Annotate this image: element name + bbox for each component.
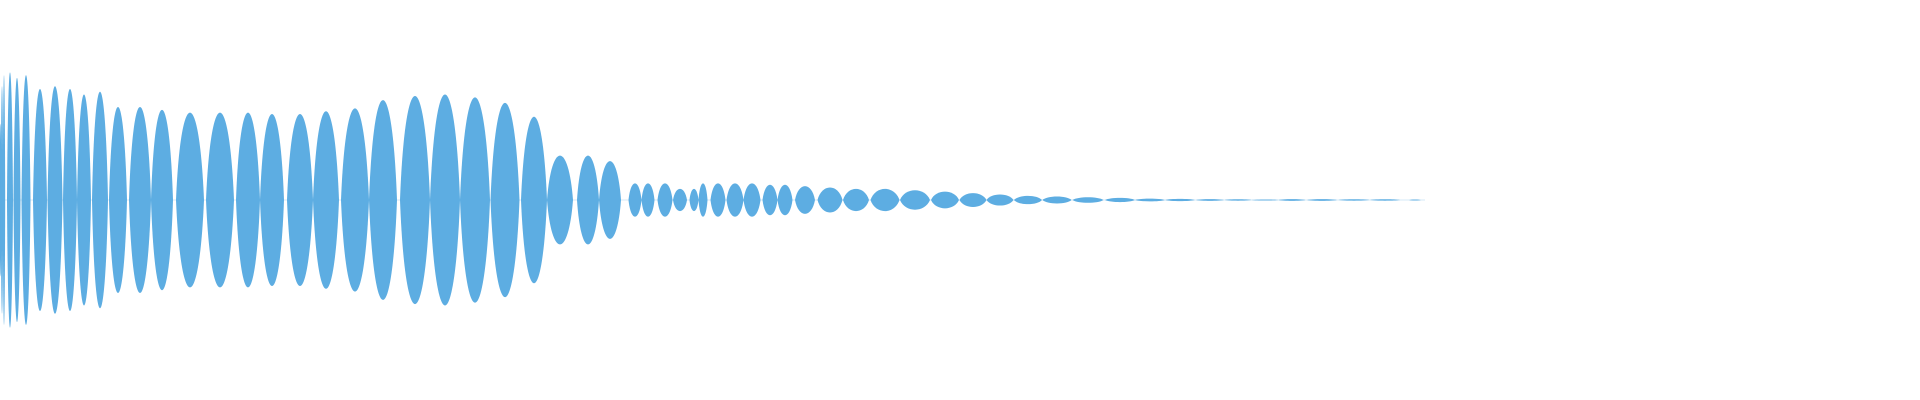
waveform-lobe [689, 188, 699, 212]
waveform-lobe [430, 94, 460, 306]
waveform-lobe [628, 183, 642, 217]
waveform-lobe [7, 72, 13, 328]
waveform-lobe [743, 183, 761, 217]
waveform-lobe [577, 155, 599, 245]
waveform-lobe [870, 188, 900, 212]
waveform-lobe [843, 188, 869, 212]
waveform-lobe [817, 187, 843, 213]
waveform-lobe [1042, 196, 1072, 204]
waveform-lobe [77, 94, 91, 306]
waveform-lobe [641, 183, 655, 217]
waveform-lobe [1224, 199, 1252, 201]
waveform-lobe [1014, 195, 1042, 205]
waveform-lobe [1307, 199, 1337, 201]
waveform-lobe [1370, 199, 1400, 201]
waveform-lobe [777, 184, 793, 216]
waveform-lobe [92, 91, 108, 309]
waveform-lobe [698, 183, 708, 217]
waveform-lobe [176, 112, 204, 288]
waveform-lobe [460, 97, 490, 303]
waveform-lobe [151, 109, 173, 291]
waveform-lobe [13, 77, 21, 323]
waveform-lobe [1196, 199, 1224, 201]
waveform-lobe [1072, 197, 1104, 203]
waveform-lobe [931, 191, 959, 209]
waveform-lobe [986, 194, 1014, 206]
waveform-lobe [726, 183, 744, 217]
waveform-lobe [762, 184, 778, 216]
waveform-lobe [1409, 199, 1421, 201]
waveform-lobe [369, 100, 397, 300]
waveform-lobe [795, 186, 815, 214]
waveform-lobe [490, 102, 520, 298]
waveform-lobe [521, 116, 547, 284]
waveform-lobe [313, 111, 339, 289]
waveform-lobe [129, 107, 151, 293]
waveform-lobe [1338, 199, 1370, 201]
waveform-lobe [0, 86, 4, 314]
waveform-lobe [63, 89, 77, 311]
waveform-lobe [287, 113, 313, 287]
waveform-lobe [47, 86, 63, 314]
waveform-lobe [109, 107, 127, 293]
waveform-lobe [599, 161, 621, 239]
waveform-lobe [1165, 198, 1195, 202]
waveform-lobe [673, 188, 687, 212]
waveform-lobe [1135, 198, 1165, 202]
waveform-lobe [710, 183, 726, 217]
waveform-lobe [400, 95, 430, 305]
waveform-lobe [1278, 199, 1306, 201]
waveform-lobe [2, 75, 6, 325]
waveform-lobe [260, 113, 284, 287]
waveform-lobe [1105, 197, 1135, 203]
waveform-lobe [206, 112, 234, 288]
waveform-lobe [341, 108, 369, 292]
waveform-lobe [657, 183, 673, 217]
waveform-lobe [900, 190, 930, 210]
waveform-lobe [33, 89, 47, 311]
waveform-lobe [236, 112, 260, 288]
waveform-lobe [959, 193, 987, 207]
waveform-lobe [1251, 199, 1279, 201]
waveform-lobe [547, 155, 573, 245]
waveform-lobe [21, 75, 31, 325]
